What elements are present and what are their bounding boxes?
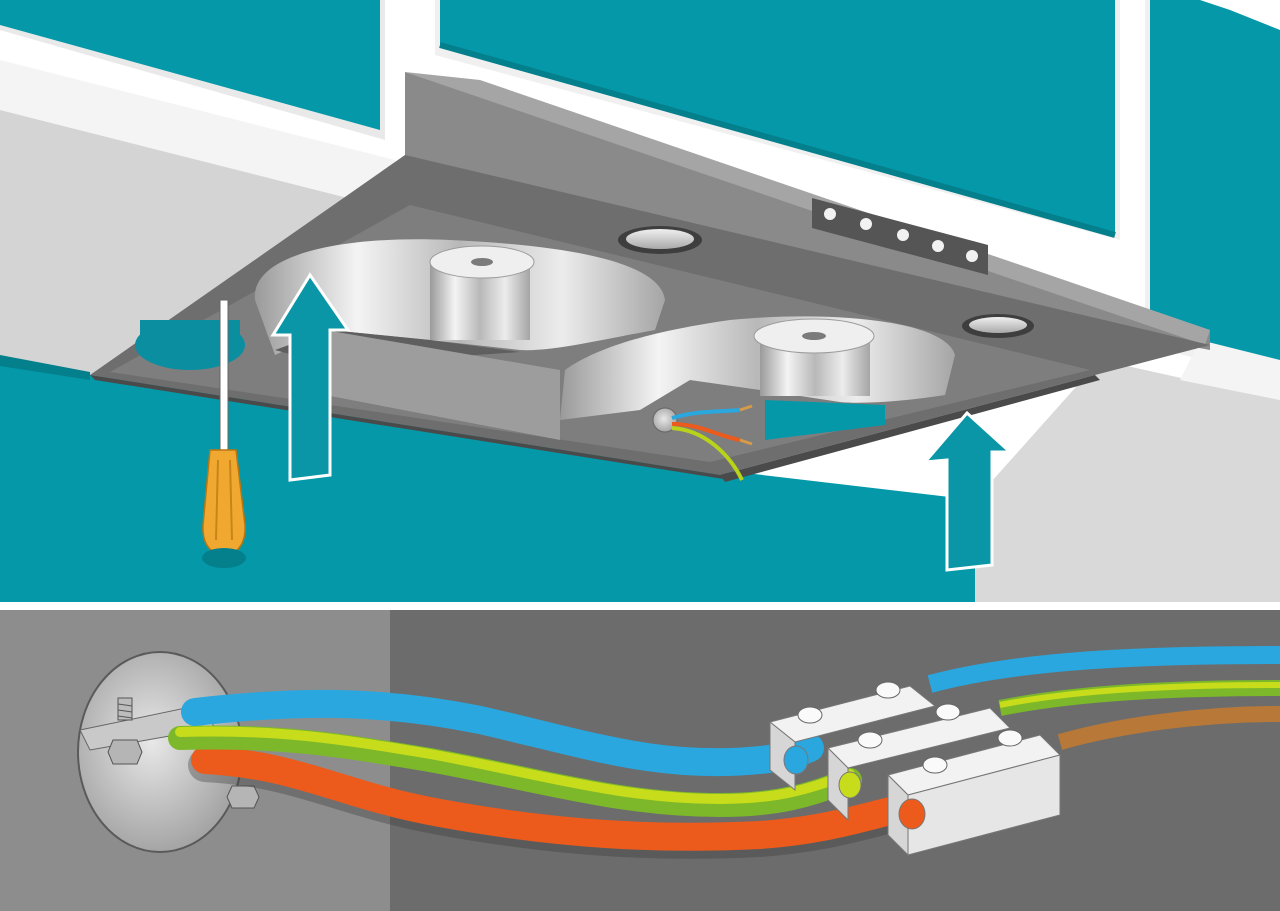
wire-brown-out: [1057, 706, 1280, 750]
screwdriver-shadow: [202, 548, 246, 568]
right-cabinet-door: [1150, 0, 1280, 370]
terminal-screw: [935, 703, 961, 721]
terminal-side: [827, 746, 849, 822]
terminal-front: [907, 754, 1061, 856]
wire-red: [191, 746, 929, 851]
terminal-hole-green: [838, 771, 862, 799]
control-button[interactable]: [860, 218, 872, 230]
wire-blue-out: [927, 646, 1280, 693]
hood-front-edge: [90, 375, 730, 480]
soffit-right: [1180, 340, 1280, 400]
soffit-left: [0, 60, 395, 210]
control-button[interactable]: [966, 250, 978, 262]
control-button[interactable]: [897, 229, 909, 241]
terminal-block-icon: [768, 681, 1061, 857]
ceiling-right: [975, 360, 1280, 602]
up-arrow-right: [921, 410, 1014, 572]
screwdriver-icon: [202, 299, 246, 568]
clamp-screw: [226, 785, 260, 809]
wire-yellow-green: [168, 725, 862, 818]
hood-top-face: [405, 72, 1210, 345]
hood-light: [969, 317, 1027, 333]
cabinet-door-edge: [439, 42, 1116, 238]
terminal-screw: [797, 706, 823, 724]
hood-wire-tip: [739, 438, 753, 446]
control-button[interactable]: [932, 240, 944, 252]
center-cabinet-door: [440, 0, 1115, 235]
panel-divider: [0, 602, 1280, 610]
terminal-screw: [997, 729, 1023, 747]
cavity-window: [765, 400, 885, 440]
fan-hub-left: [471, 258, 493, 266]
terminal-screw: [857, 731, 883, 749]
fan-hub-right: [802, 332, 826, 340]
hood-top-side: [405, 72, 1210, 350]
clamp-screw: [107, 697, 143, 765]
bottom-panel: [0, 610, 1280, 911]
lower-cabinet-edge: [0, 355, 90, 380]
terminal-screws: [797, 681, 1023, 774]
screwdriver-shaft: [219, 299, 229, 451]
up-arrow-icon: [270, 272, 351, 482]
up-arrow-left: [270, 272, 351, 482]
left-cabinet-door: [0, 0, 380, 130]
hood-cable-clamp-icon: [652, 407, 678, 433]
terminal-side: [769, 720, 796, 792]
hood-wire-yellow-green: [671, 426, 744, 481]
hood-wire-tip: [739, 404, 753, 412]
control-buttons: [824, 208, 978, 262]
cavity-wall: [325, 330, 560, 440]
hood-light: [626, 229, 694, 249]
terminal-screw: [922, 756, 948, 774]
terminal-hole-blue: [783, 745, 809, 775]
hood-wire-red: [671, 422, 741, 442]
hood-wiring: [652, 404, 753, 481]
right-cabinet-highlight: [1200, 0, 1280, 30]
up-arrow-icon: [921, 410, 1014, 572]
wires: [168, 646, 1280, 859]
terminal-hole-red: [898, 798, 926, 830]
terminal-screw: [875, 681, 901, 699]
ceiling-left: [0, 110, 395, 375]
lower-cabinet: [0, 360, 975, 602]
control-button[interactable]: [824, 208, 836, 220]
top-panel: [0, 0, 1280, 602]
hood-wire-blue: [671, 408, 741, 420]
hood-side-edge: [720, 375, 1100, 482]
